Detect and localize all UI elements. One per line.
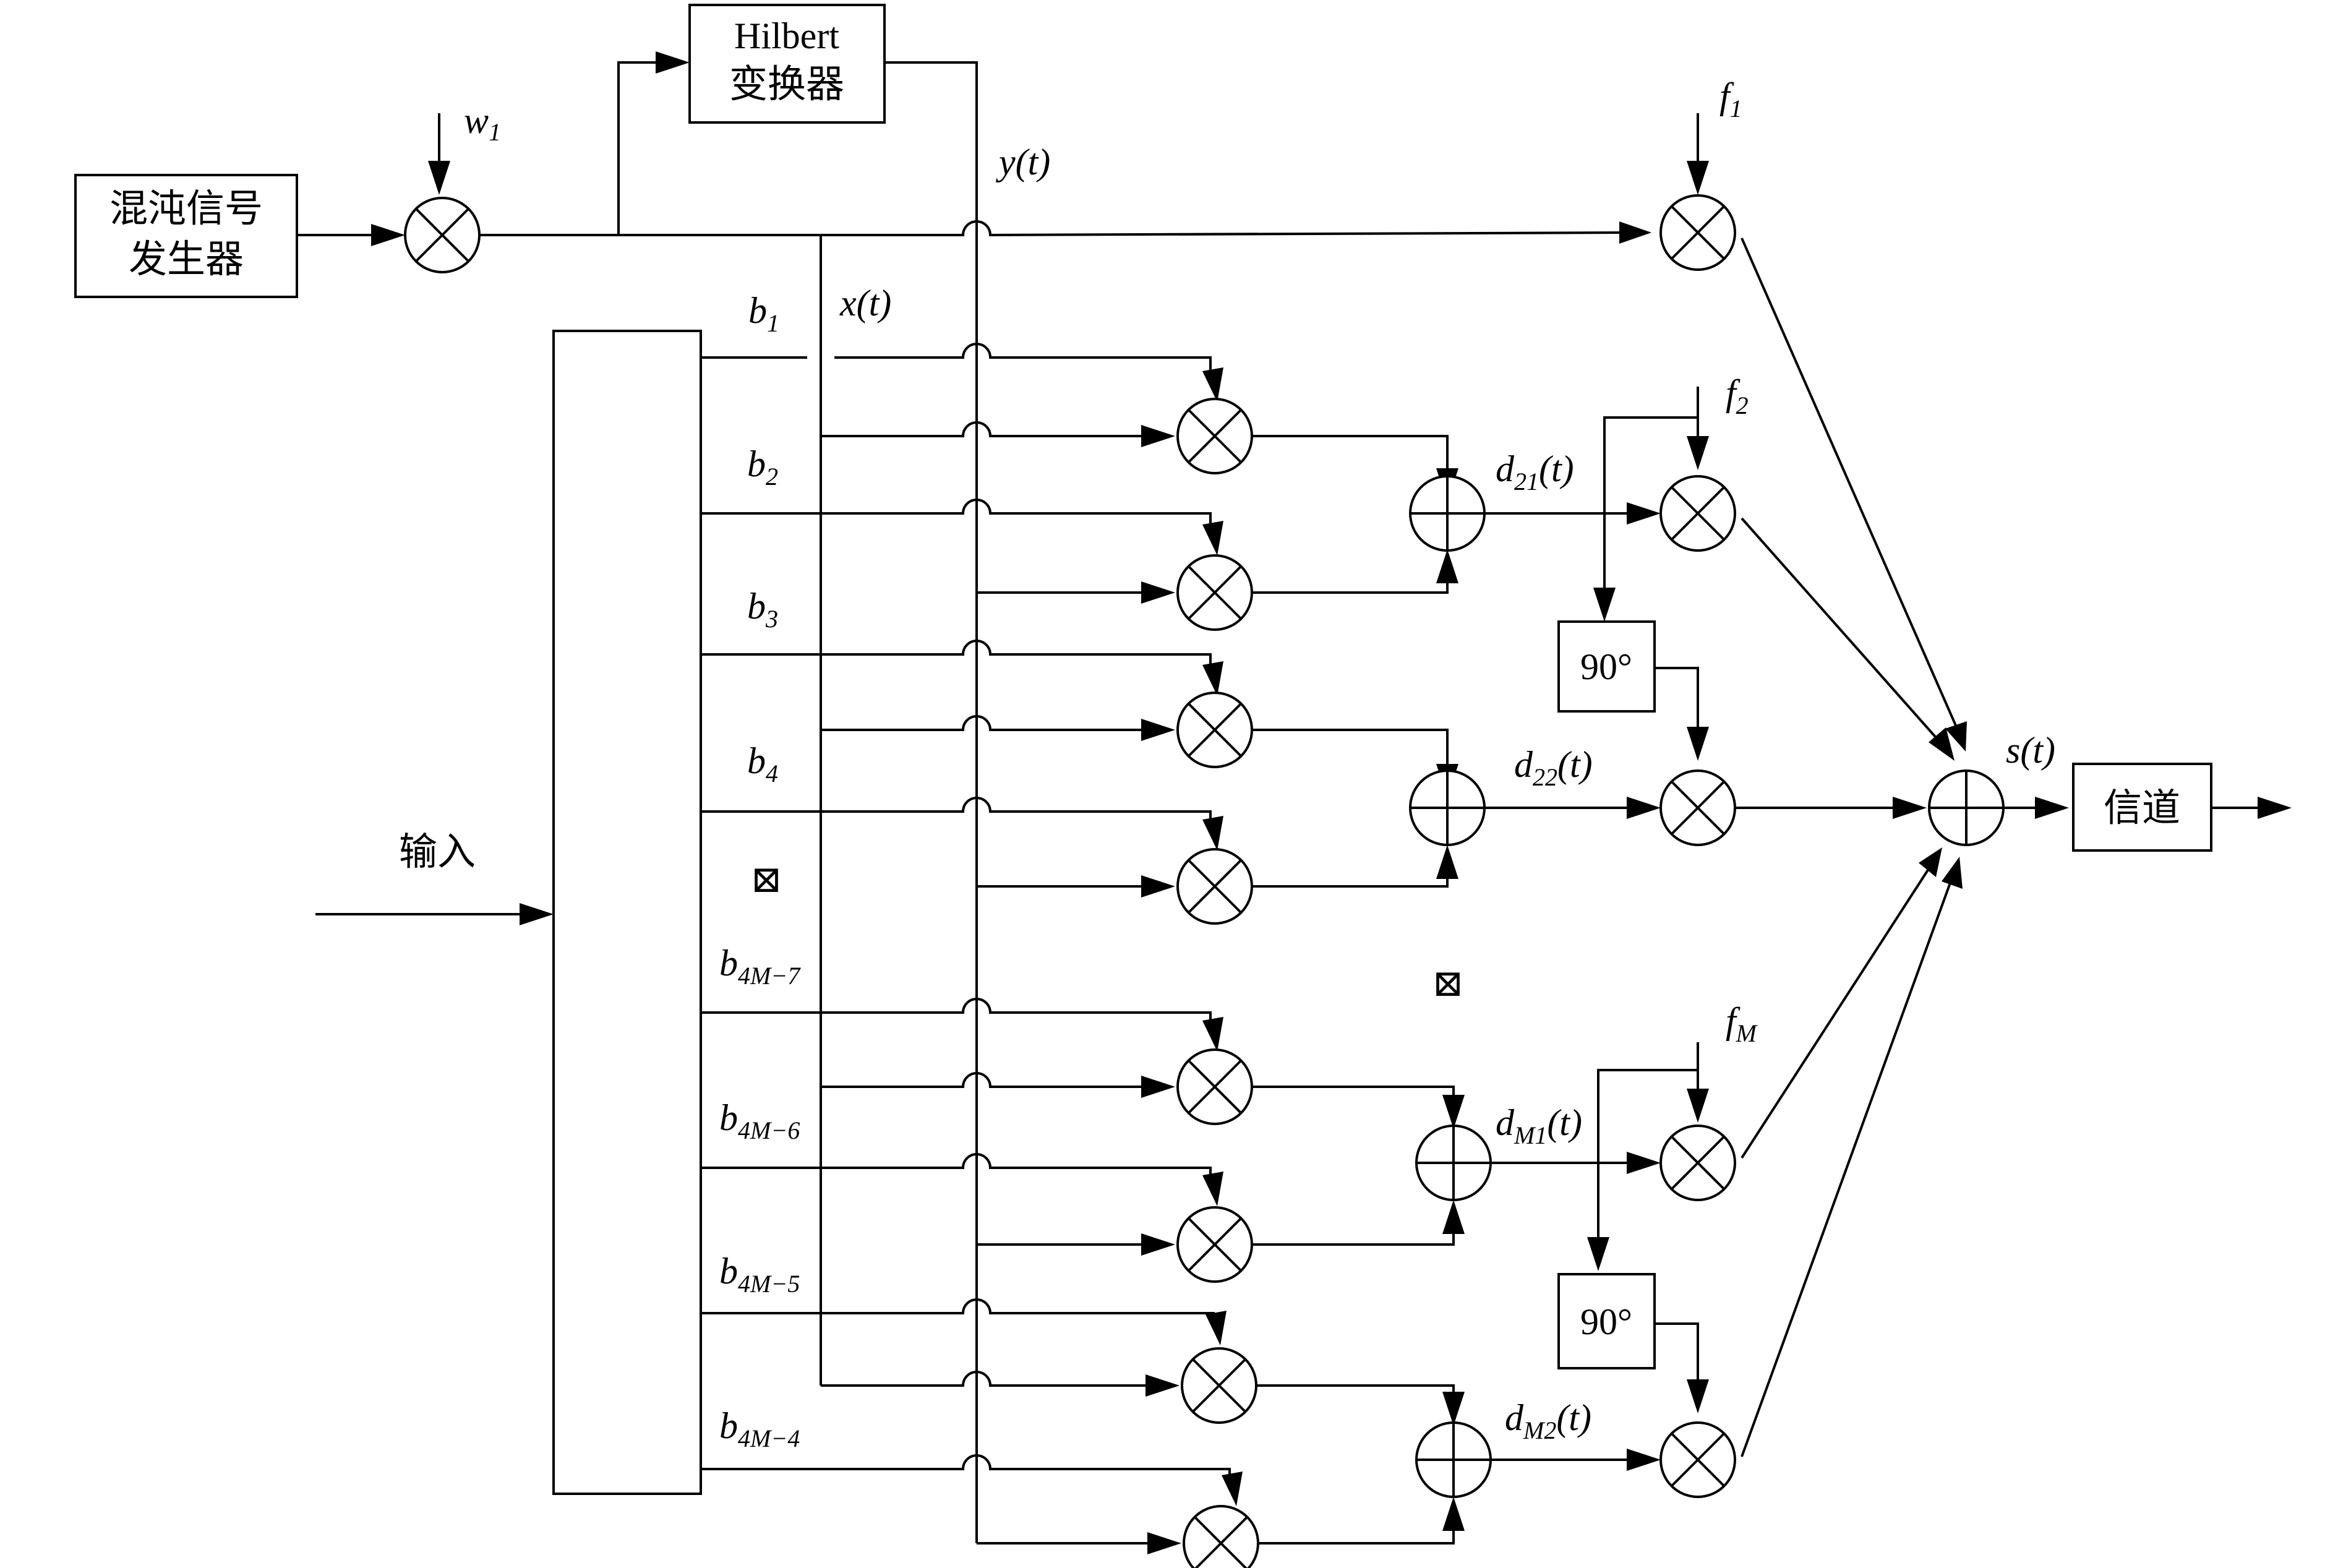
adder-d22 <box>1409 769 1486 846</box>
phase-shifter-1: 90° <box>1557 620 1656 713</box>
hilbert-label-2: 变换器 <box>729 61 844 106</box>
w1-label: w1 <box>464 100 501 146</box>
multiplier-fM <box>1659 1125 1736 1201</box>
adder-dM2 <box>1415 1421 1492 1498</box>
bit-label-3: b3 <box>747 586 778 633</box>
multiplier-row-3 <box>1176 692 1253 768</box>
hilbert-label-1: Hilbert <box>734 15 839 56</box>
bit-label-4M-6: b4M−6 <box>719 1097 800 1144</box>
chaos-generator-label-2: 发生器 <box>129 236 244 281</box>
x-of-t-label: x(t) <box>839 283 891 323</box>
multiplier-row-6 <box>1176 1206 1253 1283</box>
final-adder <box>1928 769 2005 846</box>
input-label: 输入 <box>399 829 476 874</box>
ellipsis-marker-bits: ⊠ <box>751 859 782 900</box>
phase-shifter-1-label: 90° <box>1580 646 1632 687</box>
labels: 输入 w1 y(t) x(t) f1 f2 fM s(t) b1 b2 b3 b… <box>399 75 2055 1452</box>
channel-label: 信道 <box>2104 785 2180 830</box>
bit-label-4M-5: b4M−5 <box>719 1251 800 1298</box>
y-of-t-label: y(t) <box>995 142 1050 182</box>
s-of-t-label: s(t) <box>2006 730 2055 771</box>
multiplier-row-7 <box>1181 1347 1257 1424</box>
multiplier-row-2 <box>1176 554 1253 631</box>
bit-label-4: b4 <box>747 740 778 787</box>
multiplier-f2-quadrature <box>1659 769 1736 846</box>
multiplier-w1 <box>404 197 481 273</box>
chaos-generator-block: 混沌信号 发生器 <box>74 174 298 298</box>
f2-label: f2 <box>1726 372 1749 419</box>
ellipsis-marker-sums: ⊠ <box>1432 963 1463 1004</box>
channel-block: 信道 <box>2072 763 2212 852</box>
hilbert-transformer-block: Hilbert 变换器 <box>688 4 886 124</box>
d22-label: d22(t) <box>1514 744 1593 791</box>
wiring <box>297 51 2292 1554</box>
multiplier-row-1 <box>1176 398 1253 474</box>
multiplier-fM-quadrature <box>1659 1421 1736 1498</box>
bit-label-4M-7: b4M−7 <box>719 943 801 990</box>
d21-label: d21(t) <box>1496 448 1574 495</box>
dM1-label: dM1(t) <box>1496 1102 1582 1149</box>
bit-label-2: b2 <box>747 443 778 491</box>
phase-shifter-2: 90° <box>1557 1273 1656 1369</box>
adder-d21 <box>1409 475 1486 552</box>
multiplier-row-5 <box>1176 1048 1253 1125</box>
bit-label-4M-4: b4M−4 <box>719 1405 800 1452</box>
multiplier-f2 <box>1659 475 1736 552</box>
chaos-generator-label-1: 混沌信号 <box>109 186 263 231</box>
phase-shifter-2-label: 90° <box>1580 1301 1632 1342</box>
multiplier-row-4 <box>1176 848 1253 925</box>
multiplier-f1 <box>1659 194 1736 271</box>
f1-label: f1 <box>1719 75 1742 122</box>
dM2-label: dM2(t) <box>1505 1397 1591 1444</box>
serial-parallel-block <box>552 330 702 1495</box>
multiplier-row-8 <box>1183 1505 1259 1568</box>
bit-label-1: b1 <box>748 290 779 337</box>
fM-label: fM <box>1726 1000 1758 1047</box>
adder-dM1 <box>1415 1125 1492 1201</box>
